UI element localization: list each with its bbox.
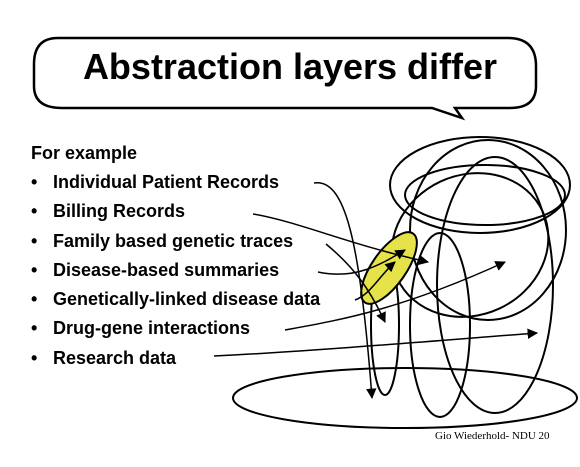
bullet-dot: • (31, 259, 38, 280)
bullet-dot: • (31, 289, 38, 310)
bullet-text: Family based genetic traces (53, 230, 294, 251)
arrow-genetic-traces (325, 243, 386, 323)
bullet-text: Genetically-linked disease data (53, 289, 321, 310)
tall-right-ellipse (436, 156, 554, 414)
bullet-text: Drug-gene interactions (53, 318, 251, 339)
bullet-dot: • (31, 347, 38, 368)
arrow-linked-disease (354, 261, 396, 301)
bullet-dot: • (31, 230, 38, 251)
large-oval-ellipse (409, 139, 567, 321)
slide-title: Abstraction layers differ (82, 46, 498, 87)
arrow-patient-records (313, 182, 377, 400)
top-ring-inner-ellipse (404, 164, 566, 226)
base-layer-ellipse (232, 367, 578, 429)
middle-tall-ellipse (409, 232, 471, 418)
top-ring-ellipse (389, 136, 571, 234)
bullet-dot: • (31, 201, 38, 222)
bubble-outline (32, 36, 538, 121)
arrow-research-data (213, 328, 539, 357)
bullet-text: Research data (53, 347, 177, 368)
footer-credit: Gio Wiederhold- NDU 20 (435, 430, 550, 442)
bullet-dot: • (31, 318, 38, 339)
bullet-text: Disease-based summaries (53, 259, 280, 280)
bullet-dot: • (31, 172, 38, 192)
intro-text: For example (31, 143, 138, 163)
bullet-text: Billing Records (53, 201, 186, 222)
arrow-drug-gene (284, 261, 506, 331)
bullet-text: Individual Patient Records (53, 172, 280, 192)
arrow-disease-summaries (317, 249, 406, 275)
